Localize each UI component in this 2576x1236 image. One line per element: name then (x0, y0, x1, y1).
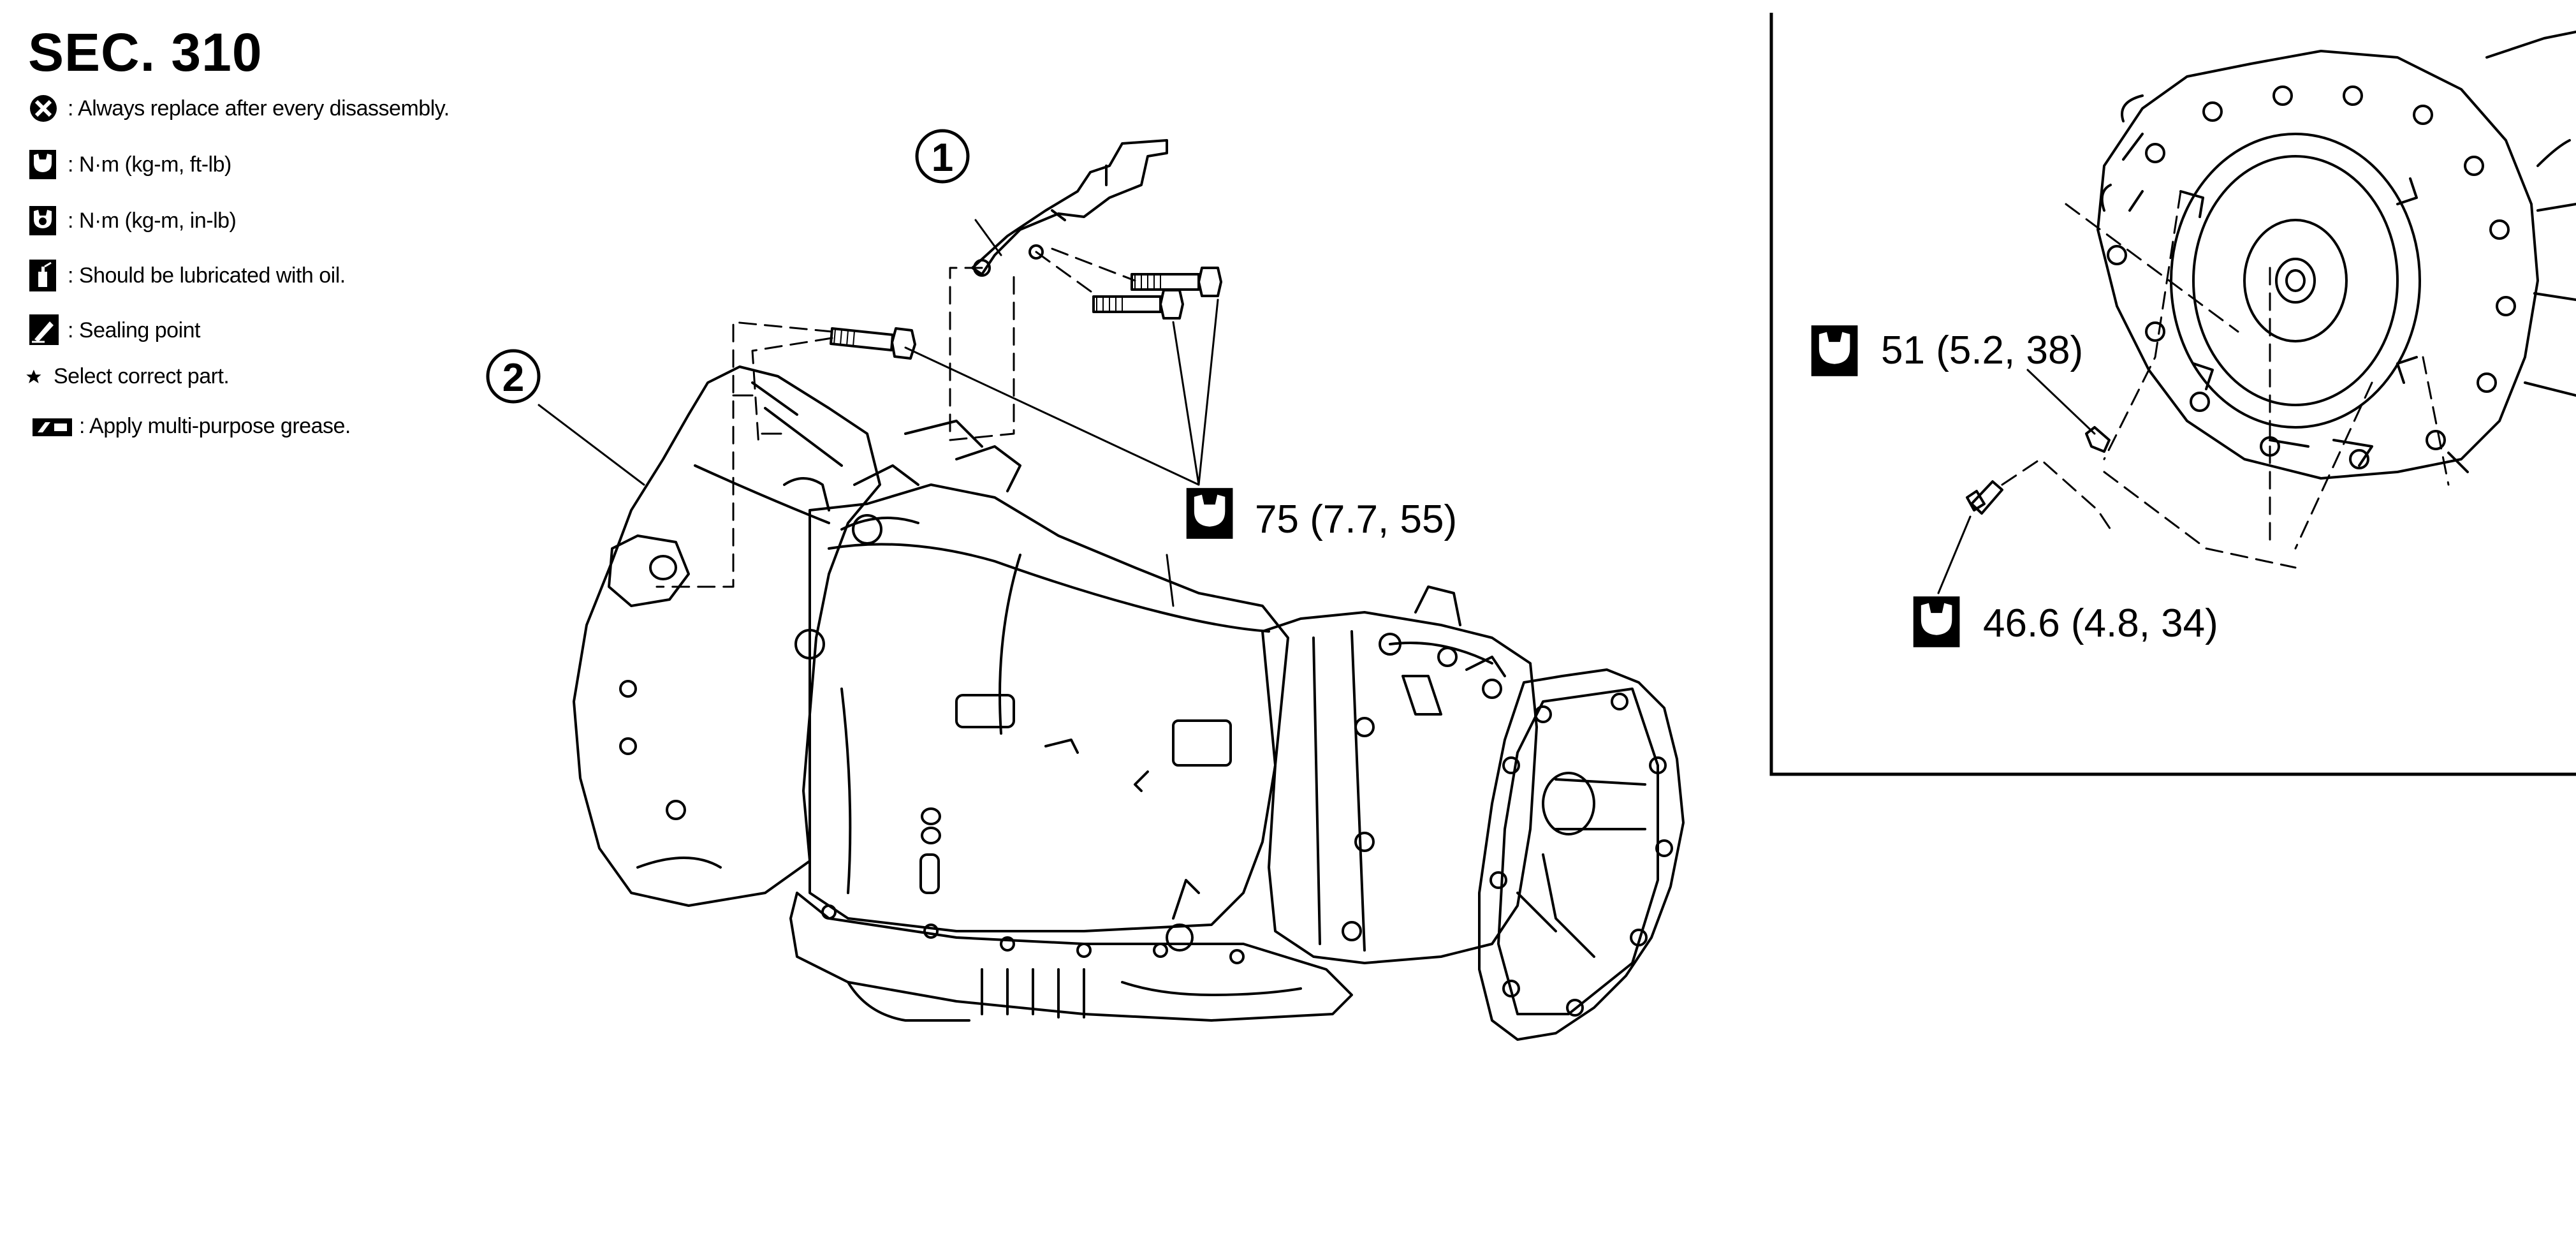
transmission-assembly (538, 139, 1685, 1041)
torque-value-lower: 46.6 (4.8, 34) (1983, 601, 2218, 645)
bracket-bolt-lower (1092, 289, 1184, 320)
legend-item-sealing: : Sealing point (26, 311, 201, 349)
legend-item-select: Select correct part. (26, 357, 230, 395)
inset-border (1769, 13, 2576, 776)
legend-item-oil: : Should be lubricated with oil. (26, 256, 346, 295)
torque-inlb-icon (29, 206, 56, 235)
bracket-bolt-upper (1131, 267, 1222, 297)
inset-panel: 51 (5.2, 38) 46.6 (4.8, 34) (1769, 13, 2576, 776)
bell-housing (573, 365, 881, 907)
legend-text: : Should be lubricated with oil. (68, 263, 346, 288)
torque-icon (1811, 325, 1858, 376)
legend-item-torque-ftlb: : N·m (kg-m, ft-lb) (26, 145, 231, 184)
legend-text: : Always replace after every disassembly… (68, 96, 450, 121)
torque-value-upper: 51 (5.2, 38) (1881, 328, 2083, 372)
legend-item-torque-inlb: : N·m (kg-m, in-lb) (26, 202, 237, 240)
torque-value-bracket: 75 (7.7, 55) (1255, 497, 1457, 541)
extension-housing (1261, 611, 1538, 964)
housing-bolt (830, 327, 916, 360)
callout-1: 1 (915, 129, 970, 184)
torque-ftlb-icon (29, 150, 56, 179)
legend-text: : Sealing point (68, 318, 201, 342)
torque-spec-lower: 46.6 (4.8, 34) (1913, 596, 2218, 647)
sealing-icon (29, 314, 59, 345)
torque-spec-bracket: 75 (7.7, 55) (1186, 488, 1457, 541)
callout-1-number: 1 (932, 136, 953, 180)
star-icon (26, 369, 41, 383)
callout-2: 2 (486, 349, 541, 404)
section-title: SEC. 310 (28, 22, 263, 82)
legend-text: : N·m (kg-m, ft-lb) (68, 152, 231, 177)
legend-text: Select correct part. (54, 364, 230, 388)
oil-can-icon (29, 260, 56, 291)
main-case (809, 483, 1289, 932)
torque-icon (1913, 596, 1960, 647)
legend-item-replace: : Always replace after every disassembly… (26, 89, 450, 128)
legend-text: : Apply multi-purpose grease. (79, 413, 351, 438)
torque-converter-view (1937, 31, 2576, 594)
grease-icon (33, 418, 72, 436)
torque-spec-upper: 51 (5.2, 38) (1811, 325, 2083, 376)
torque-icon (1186, 488, 1233, 539)
legend-text: : N·m (kg-m, in-lb) (68, 208, 237, 233)
rear-flange (1478, 668, 1685, 1041)
replace-icon (30, 95, 57, 122)
legend-item-grease: : Apply multi-purpose grease. (26, 407, 351, 445)
bracket (971, 139, 1168, 276)
callout-2-number: 2 (502, 356, 524, 400)
oil-pan (789, 892, 1353, 1022)
